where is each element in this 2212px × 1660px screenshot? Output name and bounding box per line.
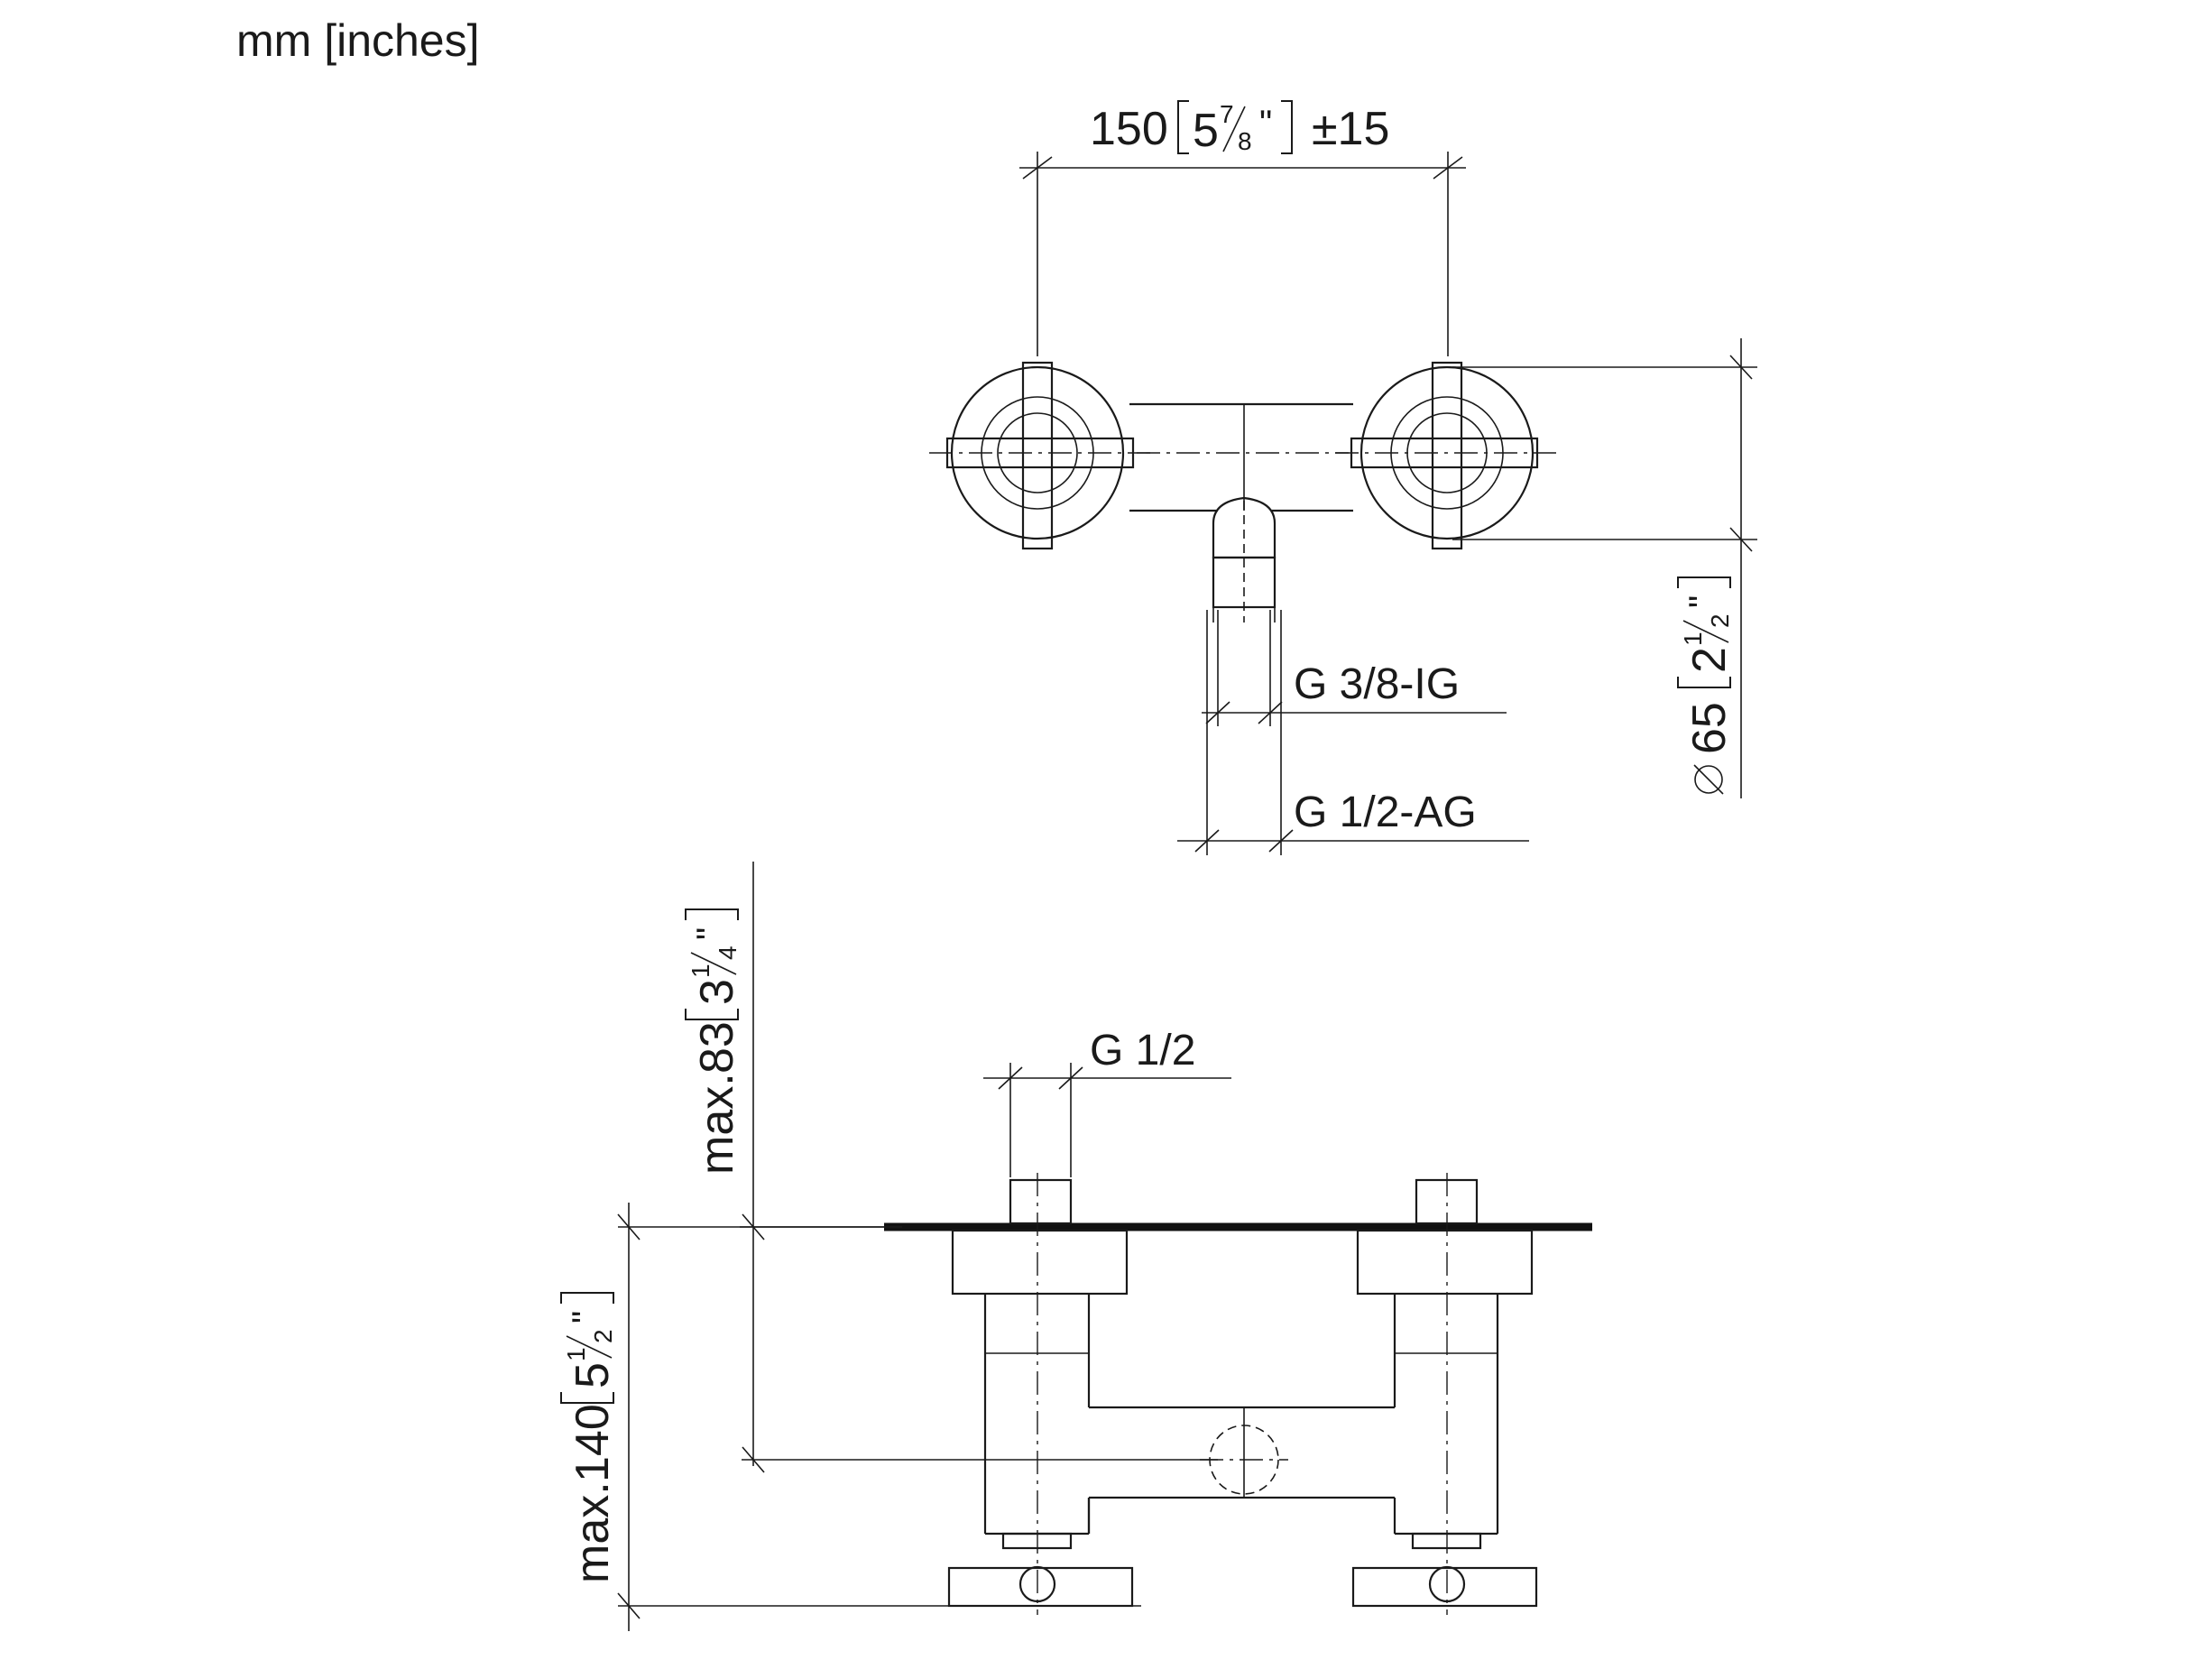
width-inch-mark: ": [1259, 104, 1272, 143]
width-inch-whole: 5: [1193, 105, 1219, 157]
width-dimension: 150 5 7 8 " ±15: [1019, 100, 1466, 356]
diameter-dimension: 65 2 1 2 ": [1452, 338, 1757, 798]
mixer-body-side: [1087, 1375, 1396, 1534]
height-dimension: max. 83 3 1 4 ": [685, 862, 1218, 1473]
depth-mm: 140: [567, 1404, 619, 1482]
depth-inch-num: 1: [562, 1347, 590, 1361]
connection-thread-callout: G 1/2: [983, 1027, 1231, 1177]
width-tolerance: ±15: [1312, 103, 1389, 155]
connection-thread-label: G 1/2: [1090, 1027, 1195, 1074]
width-inch-num: 7: [1220, 100, 1234, 128]
depth-prefix: max.: [567, 1481, 619, 1583]
depth-inch-whole: 5: [567, 1362, 619, 1388]
right-valve-side: [1351, 1173, 1538, 1615]
height-inch-whole: 3: [691, 979, 743, 1005]
diameter-inch-whole: 2: [1683, 647, 1736, 673]
depth-inch-mark: ": [566, 1311, 605, 1323]
depth-inch-den: 2: [589, 1329, 617, 1343]
diameter-inch-den: 2: [1706, 613, 1734, 628]
top-view: 150 5 7 8 " ±15: [929, 100, 1757, 855]
units-label: mm [inches]: [236, 15, 480, 66]
height-inch-den: 4: [714, 945, 742, 960]
right-valve-top: [1335, 361, 1556, 550]
side-view: G 1/2: [560, 862, 1592, 1631]
diameter-inch-num: 1: [1679, 632, 1707, 646]
thread-callouts: G 3/8-IG G 1/2-AG: [1177, 610, 1529, 855]
left-valve-side: [947, 1173, 1134, 1615]
height-inch-mark: ": [690, 927, 730, 940]
height-inch-num: 1: [687, 964, 714, 978]
height-prefix: max.: [691, 1073, 743, 1175]
thread-outer-label: G 1/2-AG: [1294, 788, 1477, 836]
depth-dimension: max. 140 5 1 2 ": [560, 1203, 1141, 1631]
left-valve-top: [929, 361, 1150, 550]
diameter-mm: 65: [1683, 702, 1736, 754]
width-mm: 150: [1090, 103, 1168, 155]
mixer-body-top: [1129, 402, 1353, 622]
thread-inner-label: G 3/8-IG: [1294, 660, 1460, 708]
diameter-inch-mark: ": [1682, 595, 1722, 608]
width-inch-den: 8: [1238, 127, 1252, 155]
height-mm: 83: [691, 1021, 743, 1074]
